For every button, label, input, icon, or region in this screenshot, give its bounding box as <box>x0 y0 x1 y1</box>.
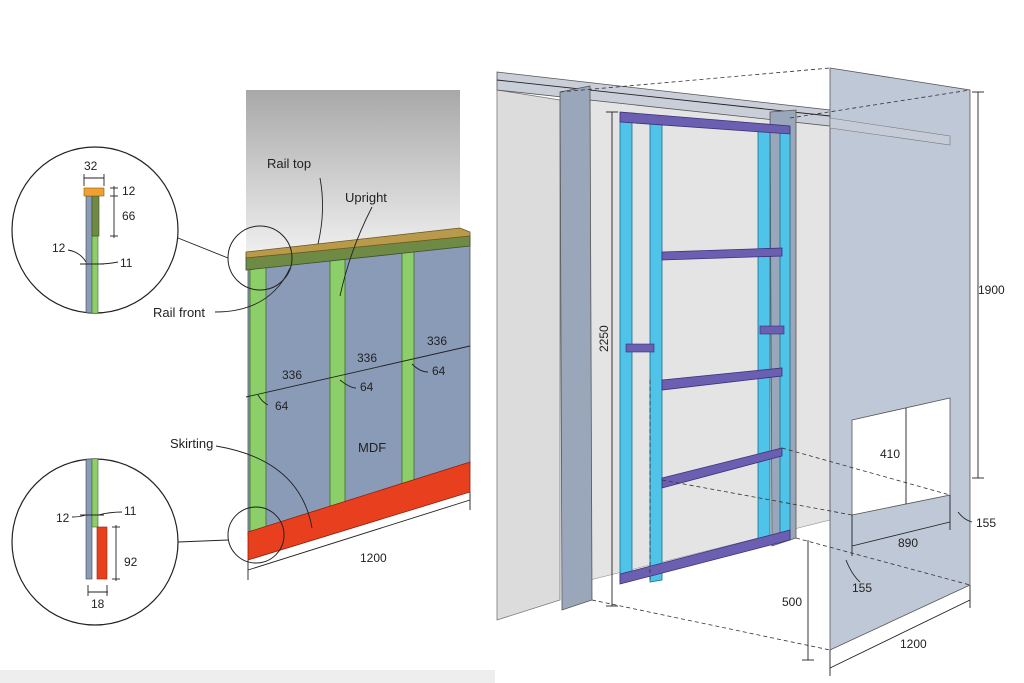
skirting-leader <box>215 445 313 529</box>
bottom-detail-marker <box>227 506 285 564</box>
bottom-detail: 12 11 92 18 <box>11 458 179 626</box>
detail-top-width: 32 <box>84 159 98 173</box>
detail-bottom-skirting: 92 <box>124 555 138 569</box>
dash-mid-2 <box>781 447 951 496</box>
dim-spacing-2: 336 <box>357 351 377 365</box>
dim-frame-height: 2250 <box>597 325 611 352</box>
detail-bottom-mdf: 12 <box>56 511 70 525</box>
bottom-detail-skirting <box>96 526 108 580</box>
detail-bottom-upright: 11 <box>124 504 137 518</box>
top-detail-rail-front <box>91 195 100 237</box>
dim-opening-height: 410 <box>880 447 900 461</box>
top-detail: 32 12 66 12 11 <box>11 146 179 314</box>
cornice-line <box>496 79 831 117</box>
width-dim-line <box>247 499 471 571</box>
dash-top-2 <box>789 89 971 119</box>
upright-leader <box>339 206 373 297</box>
left-wall <box>496 89 561 621</box>
frame-upright-back-right <box>779 127 791 543</box>
detail-top-upright: 11 <box>120 256 133 270</box>
dim-1200-line <box>829 599 971 669</box>
dim-upright-1: 64 <box>275 399 289 413</box>
dim-upright-3: 64 <box>432 364 446 378</box>
dim-width: 1200 <box>360 551 387 565</box>
top-detail-mdf <box>85 195 93 313</box>
frame-noggin-right <box>759 325 785 335</box>
dim-spacing-1: 336 <box>282 368 302 382</box>
frame-rail-3 <box>661 447 783 489</box>
bottom-detail-connector <box>177 539 229 543</box>
bottom-detail-mdf <box>85 459 93 580</box>
top-mdf-leader <box>67 249 87 263</box>
dim-155-right-leader <box>957 511 973 523</box>
upright-dim-leader-1 <box>257 394 269 406</box>
bottom-mdf-leader <box>71 514 87 518</box>
dim-890-line <box>851 521 951 547</box>
wall-panel <box>829 67 971 651</box>
bottom-upright-leader <box>97 511 123 516</box>
dim-spacing-3: 336 <box>427 334 447 348</box>
label-rail-front: Rail front <box>153 305 205 320</box>
detail-top-rail-top: 12 <box>122 184 136 198</box>
dim-opening-width: 890 <box>898 536 918 550</box>
top-detail-rail-top <box>83 187 105 197</box>
spacing-dim-line <box>245 345 471 398</box>
upright-dim-leader-3 <box>411 363 429 373</box>
frame-rail-2 <box>661 367 783 391</box>
wainscot-diagram: Rail top Upright Rail front Skirting MDF… <box>11 90 471 626</box>
frame-upright-back-left <box>757 127 771 543</box>
dim-panel-width: 1200 <box>900 637 927 651</box>
dash-bottom-2 <box>795 537 971 586</box>
detail-bottom-width: 18 <box>91 597 105 611</box>
panel-cornice-reflection <box>829 117 951 146</box>
top-detail-connector <box>177 237 229 259</box>
dim-155-left-leader <box>845 559 861 583</box>
dim-upright-2: 64 <box>360 380 374 394</box>
detail-top-rail-front: 66 <box>122 209 136 223</box>
top-detail-upright <box>91 235 99 313</box>
frame-rail-1 <box>661 247 783 261</box>
dim-left-margin: 155 <box>852 581 872 595</box>
footer-strip <box>0 670 495 683</box>
rail-top-leader <box>317 177 324 245</box>
dim-panel-height: 1900 <box>978 283 1005 297</box>
dim-bottom-height: 500 <box>782 595 802 609</box>
label-skirting: Skirting <box>170 436 213 451</box>
dash-bottom-1 <box>591 599 831 651</box>
frame-head-rail <box>619 111 791 135</box>
left-architrave <box>559 85 593 611</box>
bottom-detail-upright <box>91 459 99 528</box>
upright-2 <box>329 256 346 529</box>
detail-top-mdf: 12 <box>52 241 66 255</box>
frame-bottom-rail <box>619 529 791 585</box>
top-upright-leader <box>97 261 119 265</box>
rail-top <box>245 227 471 259</box>
doorway-diagram: 2250 1900 410 890 155 155 500 1200 <box>496 67 1005 676</box>
frame-noggin-left <box>625 343 655 353</box>
dash-top-1 <box>559 67 831 93</box>
dim-right-margin: 155 <box>976 516 996 530</box>
upright-dim-leader-2 <box>339 379 357 389</box>
label-upright: Upright <box>345 190 387 205</box>
label-rail-top: Rail top <box>267 156 311 171</box>
upright-3 <box>401 250 415 487</box>
label-mdf: MDF <box>358 440 386 455</box>
